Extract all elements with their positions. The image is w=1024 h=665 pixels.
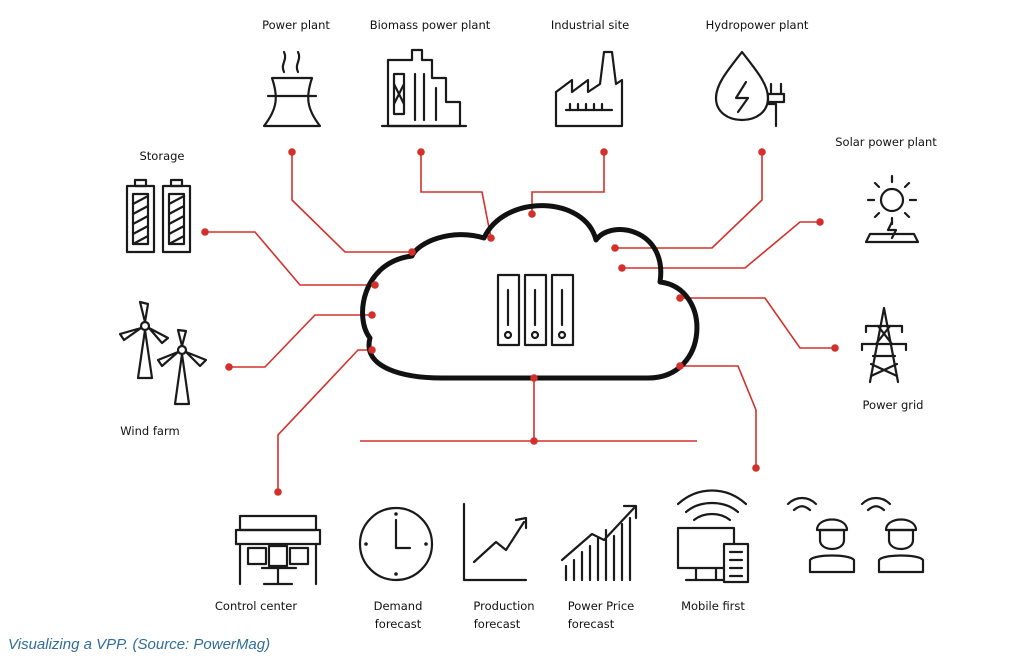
- cloud-shape: [360, 203, 700, 381]
- figure-caption: Visualizing a VPP. (Source: PowerMag): [8, 636, 271, 653]
- power-grid-icon: [860, 306, 908, 384]
- industrial-site-icon: [554, 50, 624, 128]
- solar-plant-icon: [864, 174, 920, 244]
- control-center-icon: [234, 514, 322, 586]
- label-control-center: Control center: [215, 599, 297, 613]
- workers-icon: [786, 496, 925, 574]
- production-chart-icon: [462, 502, 528, 582]
- connector-biomass: [420, 152, 492, 239]
- connector-solar: [622, 221, 820, 269]
- connector-wind: [229, 314, 372, 368]
- label-demand-forecast-1: Demand: [374, 599, 423, 613]
- label-production-forecast-2: forecast: [474, 617, 521, 631]
- label-power-plant: Power plant: [262, 18, 330, 32]
- connector-industrial: [531, 152, 605, 214]
- connector-grid: [680, 297, 835, 349]
- labels: Power plant Biomass power plant Industri…: [120, 18, 937, 631]
- connector-forecast-bus: [360, 378, 697, 442]
- connector-storage: [205, 231, 375, 286]
- connector-mobile: [680, 365, 757, 468]
- label-price-forecast-1: Power Price: [568, 599, 634, 613]
- label-hydropower-plant: Hydropower plant: [706, 18, 809, 32]
- connector-control: [277, 349, 372, 492]
- label-demand-forecast-2: forecast: [375, 617, 422, 631]
- label-industrial-site: Industrial site: [551, 18, 629, 32]
- biomass-plant-icon: [380, 48, 468, 128]
- label-production-forecast-1: Production: [473, 599, 534, 613]
- connector-dots: [201, 148, 839, 496]
- label-biomass-plant: Biomass power plant: [370, 18, 491, 32]
- hydropower-icon: [714, 50, 786, 128]
- label-power-grid: Power grid: [863, 398, 924, 412]
- label-solar-plant: Solar power plant: [835, 135, 937, 149]
- label-mobile-first: Mobile first: [681, 599, 745, 613]
- mobile-first-icon: [676, 489, 750, 584]
- wind-farm-icon: [118, 300, 208, 406]
- label-price-forecast-2: forecast: [568, 617, 615, 631]
- label-wind-farm: Wind farm: [120, 424, 179, 438]
- clock-icon: [358, 506, 434, 582]
- label-storage: Storage: [140, 149, 185, 163]
- price-chart-icon: [560, 504, 638, 582]
- storage-icon: [125, 178, 192, 254]
- server-icon: [496, 273, 575, 347]
- connector-power-plant: [291, 152, 412, 253]
- connectors: [205, 152, 835, 492]
- connector-hydro: [615, 152, 763, 249]
- power-plant-icon: [262, 50, 322, 128]
